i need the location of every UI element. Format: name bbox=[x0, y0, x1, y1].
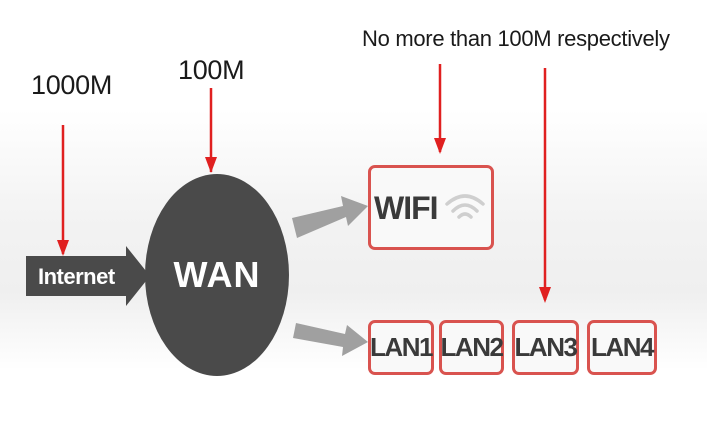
wifi-icon bbox=[445, 194, 485, 219]
wan-to-lan-arrow bbox=[293, 323, 368, 356]
wan-to-wifi-arrow bbox=[292, 196, 368, 238]
lan1-node: LAN1 bbox=[368, 320, 434, 375]
red-arrowhead-internet bbox=[57, 240, 69, 256]
wifi-label: WIFI bbox=[374, 190, 439, 226]
respectively-label: No more than 100M respectively bbox=[362, 26, 670, 51]
lan4-node: LAN4 bbox=[587, 320, 657, 375]
lan2-node: LAN2 bbox=[439, 320, 504, 375]
wan-node bbox=[145, 174, 289, 376]
red-arrowhead-wan bbox=[205, 157, 217, 173]
wan-label: WAN bbox=[173, 254, 261, 295]
internet-arrow bbox=[26, 246, 150, 306]
lan3-node: LAN3 bbox=[512, 320, 579, 375]
internet-label: Internet bbox=[38, 264, 115, 289]
red-arrowhead-lan3 bbox=[539, 287, 551, 303]
red-arrowhead-wifi bbox=[434, 138, 446, 154]
wan-speed-label: 100M bbox=[178, 55, 245, 85]
internet-speed-label: 1000M bbox=[31, 70, 113, 100]
